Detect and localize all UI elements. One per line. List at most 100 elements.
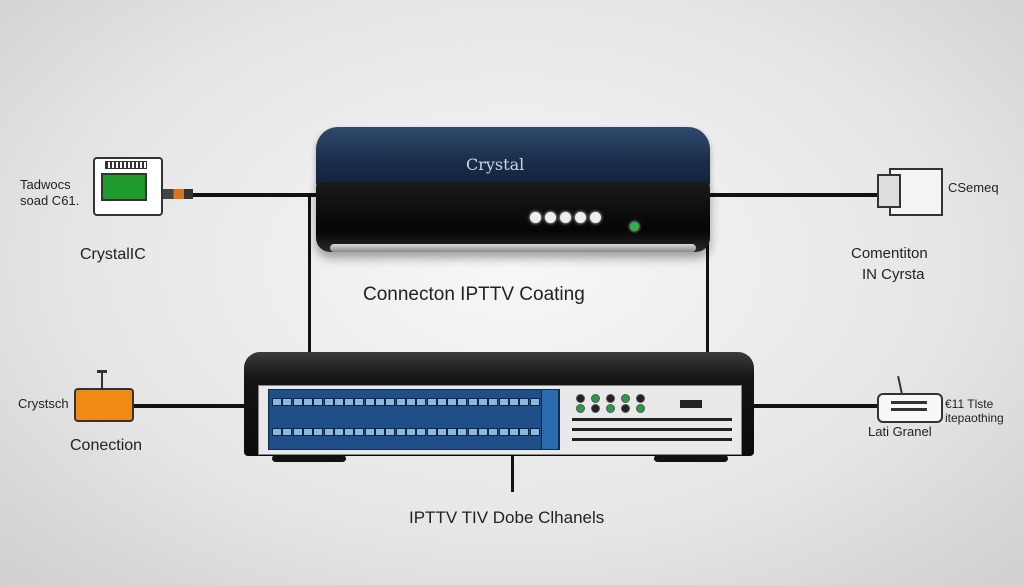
switch-port [529,398,540,406]
access-point-vent [891,408,927,411]
switch-port [488,398,499,406]
switch-port [416,428,427,436]
label-bottom-right-line1: €11 Tlste [945,397,994,411]
antenna-icon [101,372,103,388]
switch-port [426,398,437,406]
access-point-vent [891,401,927,404]
router-led [590,212,601,223]
router-led [560,212,571,223]
monitor-icon [93,157,163,216]
switch-port [457,398,468,406]
switch-port [416,398,427,406]
label-right-mid-line1: Comentiton [851,245,928,262]
switch-vent [572,438,732,441]
switch-port [272,398,282,406]
switch-side-panel [541,389,559,450]
switch-port [519,398,530,406]
switch-port [447,428,458,436]
switch-jack [591,404,600,413]
switch-port [292,428,303,436]
switch-jack [636,404,645,413]
switch-port [467,398,478,406]
wire-router-switch-right [706,197,709,357]
switch-port [292,398,303,406]
switch-port [529,428,540,436]
access-point-icon [877,393,943,423]
switch-port [313,428,324,436]
antenna-top [97,370,107,373]
switch-port [436,428,447,436]
router-strip [330,244,696,252]
switch-port [508,398,519,406]
switch-port [333,428,344,436]
switch-jack [576,404,585,413]
router-brand-label: Crystal [466,155,525,174]
wire-right-bottom [752,404,879,408]
switch-port [478,398,488,406]
switch-port [344,428,355,436]
switch-port [447,398,458,406]
switch-port [364,398,375,406]
switch-port [272,428,282,436]
set-top-box-front [877,174,901,208]
switch-port [519,428,530,436]
switch-port [323,398,334,406]
switch-port [436,398,447,406]
antenna-icon [897,375,903,395]
switch-port [498,428,509,436]
switch-port [354,398,365,406]
label-bottom-right-line2: itepaothing [945,411,1004,425]
router-power-led [630,222,639,231]
router-top [316,127,710,189]
modem-icon [74,388,134,422]
switch-port [344,398,355,406]
switch-jack [636,394,645,403]
switch-port [488,428,499,436]
switch-port [323,428,334,436]
switch-jack [606,394,615,403]
label-right-mid-line2: IN Cyrsta [862,266,925,283]
router-led [530,212,541,223]
switch-jack [591,394,600,403]
switch-jack [621,404,630,413]
switch-port [375,428,385,436]
switch-port [385,428,396,436]
switch-foot [272,455,346,462]
set-top-box-icon [877,168,943,216]
switch-jack [576,394,585,403]
diagram-footer: IPTTV TIV Dobe Clhanels [409,508,605,527]
wire-right-top [710,193,880,197]
switch-port [385,398,396,406]
wire-left-top [193,193,316,197]
diagram-title: Connecton IPTTV Coating [363,284,585,305]
switch-port [508,428,519,436]
switch-port [282,398,293,406]
router-body [316,182,710,252]
label-top-right-device: CSemeq [948,180,999,195]
label-bottom-right-line3: Lati Granel [868,424,932,439]
label-bottom-left: Conection [70,437,143,454]
switch-port [302,398,313,406]
switch-port [375,398,385,406]
switch-port [405,428,416,436]
label-left-mid: CrystalIC [80,246,146,263]
switch-vent [572,428,732,431]
label-bottom-left-device: Crystsch [18,396,69,411]
switch-foot [654,455,728,462]
switch-port [457,428,468,436]
router-led [545,212,556,223]
switch-vent [572,418,732,421]
switch-jack [621,394,630,403]
switch-port [478,428,488,436]
router-led [575,212,586,223]
switch-port [467,428,478,436]
label-top-left-line1: Tadwocs [20,177,71,192]
label-top-left-line2: soad C61. [20,193,80,208]
wire-switch-down [511,456,514,492]
wire-router-switch-left [308,197,311,357]
switch-port [302,428,313,436]
switch-port [282,428,293,436]
switch-jack [606,404,615,413]
switch-port [313,398,324,406]
switch-port [395,428,406,436]
